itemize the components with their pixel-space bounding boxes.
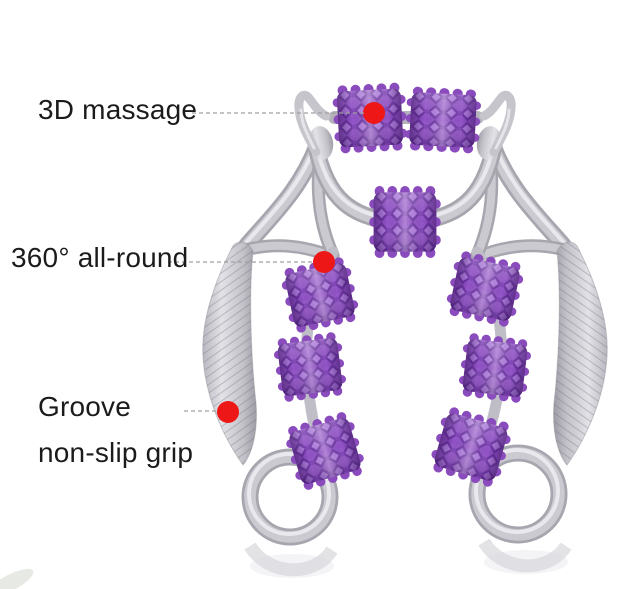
roller-right-2 <box>457 332 533 404</box>
grip-handle-right <box>553 241 608 466</box>
annotation-3d-massage: 3D massage <box>38 94 198 125</box>
annotation-non-slip-grip: non-slip grip <box>38 437 194 468</box>
marker-dot-all-round <box>313 251 335 273</box>
roller-top-right <box>404 86 482 154</box>
marker-dot-groove <box>217 401 239 423</box>
roller-left-2 <box>272 331 348 403</box>
roller-right-3 <box>426 404 516 490</box>
grip-handle-left <box>202 241 257 466</box>
frame-horns <box>294 90 516 160</box>
floor-reflection <box>0 538 572 589</box>
callout-markers <box>217 102 385 423</box>
frame-bottom-loops <box>241 444 568 546</box>
roller-left-3 <box>281 409 369 493</box>
marker-dot-3d-massage <box>363 102 385 124</box>
leader-lines <box>168 112 367 412</box>
annotation-all-round: 360° all-round <box>11 242 189 273</box>
roller-middle <box>369 185 441 259</box>
roller-right-1 <box>443 249 527 329</box>
annotation-groove: Groove <box>38 391 132 422</box>
